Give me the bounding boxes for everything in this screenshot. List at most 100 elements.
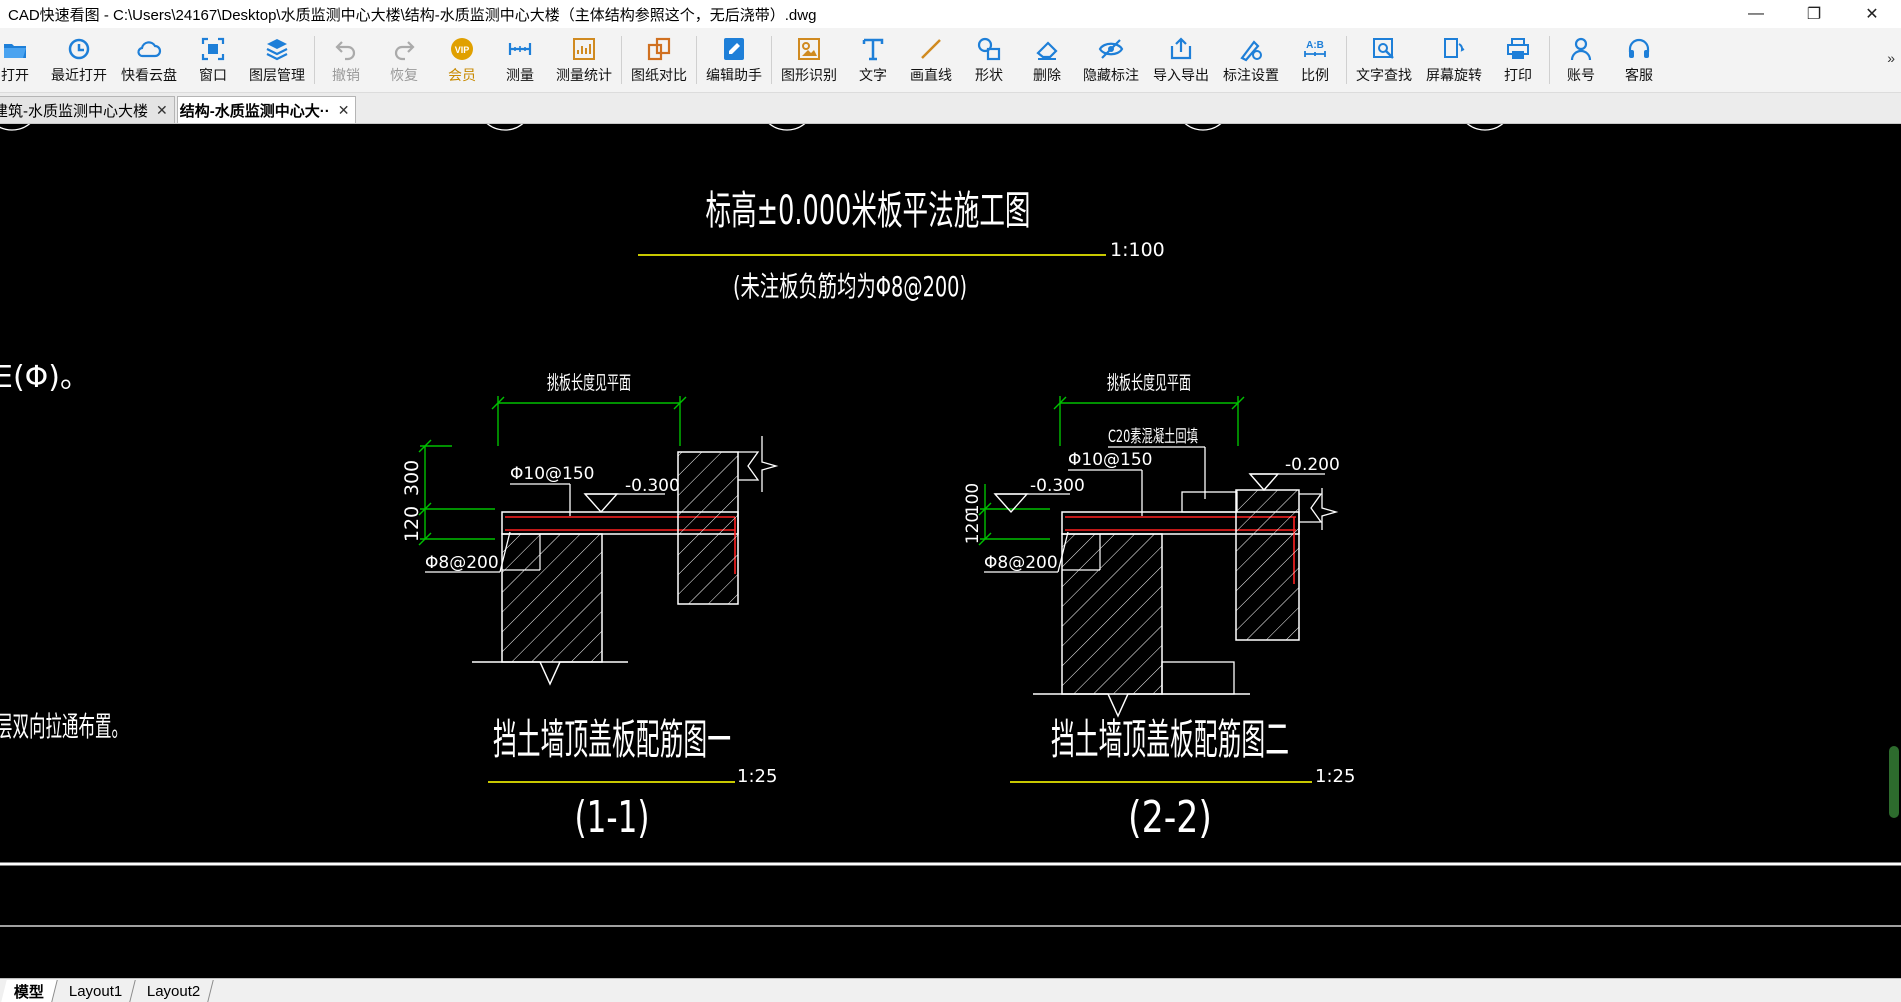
- text-button[interactable]: 文字: [844, 28, 902, 92]
- hide-annotation-button[interactable]: 隐藏标注: [1076, 28, 1146, 92]
- detail2-elev-left: -0.300: [1030, 476, 1085, 496]
- undo-icon: [331, 35, 361, 63]
- draw-line-button[interactable]: 画直线: [902, 28, 960, 92]
- annotation-settings-icon: [1236, 35, 1266, 63]
- detail2-section: (2-2): [1128, 792, 1212, 843]
- undo-button[interactable]: 撤销: [317, 28, 375, 92]
- import-export-button[interactable]: 导入导出: [1146, 28, 1216, 92]
- measure-ruler-icon: [505, 35, 535, 63]
- svg-text:A:B: A:B: [1306, 40, 1324, 51]
- shape-recognize-icon: [794, 35, 824, 63]
- detail2-rebar-bottom: Φ8@200: [984, 553, 1058, 573]
- redo-button[interactable]: 恢复: [375, 28, 433, 92]
- measure-button[interactable]: 测量: [491, 28, 549, 92]
- shapes-button[interactable]: 形状: [960, 28, 1018, 92]
- detail2-fill-note: C20素混凝土回填: [1108, 427, 1198, 447]
- layout-tab-bar: 模型 Layout1 Layout2: [0, 978, 1901, 1002]
- compare-icon: [644, 35, 674, 63]
- detail1-dim-300: 300: [401, 460, 423, 496]
- plan-title: 标高±0.000米板平法施工图: [706, 188, 1031, 234]
- toolbar-separator: [696, 36, 697, 84]
- vip-button[interactable]: VIP 会员: [433, 28, 491, 92]
- text-search-icon: [1369, 35, 1399, 63]
- edit-assistant-icon: [719, 35, 749, 63]
- detail2-title: 挡土墙顶盖板配筋图二: [1051, 715, 1289, 764]
- text-search-button[interactable]: 文字查找: [1349, 28, 1419, 92]
- document-tab-bar: 建筑-水质监测中心大楼 ✕ 结构-水质监测中心大·· ✕: [0, 93, 1901, 124]
- screen-rotate-icon: [1439, 35, 1469, 63]
- headset-icon: [1624, 35, 1654, 63]
- recent-clock-icon: [64, 35, 94, 63]
- detail1-title: 挡土墙顶盖板配筋图一: [493, 715, 731, 764]
- delete-button[interactable]: 删除: [1018, 28, 1076, 92]
- toolbar-separator: [621, 36, 622, 84]
- detail1-section: (1-1): [575, 792, 650, 843]
- layers-icon: [262, 35, 292, 63]
- svg-text:VIP: VIP: [455, 45, 470, 55]
- hide-eye-icon: [1096, 35, 1126, 63]
- folder-open-icon: [0, 35, 30, 63]
- line-icon: [916, 35, 946, 63]
- close-icon[interactable]: ✕: [156, 101, 168, 118]
- account-icon: [1566, 35, 1596, 63]
- screen-rotate-button[interactable]: 屏幕旋转: [1419, 28, 1489, 92]
- account-button[interactable]: 账号: [1552, 28, 1610, 92]
- layer-manager-button[interactable]: 图层管理: [242, 28, 312, 92]
- tab-layout1[interactable]: Layout1: [56, 979, 137, 1002]
- plan-scale: 1:100: [1110, 239, 1165, 261]
- detail1-rebar-bottom: Φ8@200: [425, 553, 499, 573]
- customer-service-button[interactable]: 客服: [1610, 28, 1668, 92]
- restore-button[interactable]: ❐: [1806, 6, 1822, 23]
- toolbar-separator: [771, 36, 772, 84]
- shapes-icon: [974, 35, 1004, 63]
- vip-badge-icon: VIP: [447, 35, 477, 63]
- detail2-dim-100: 100: [963, 483, 983, 515]
- cloud-drive-button[interactable]: 快看云盘: [114, 28, 184, 92]
- tab-layout2[interactable]: Layout2: [134, 979, 215, 1002]
- zoom-scroll-handle[interactable]: [1889, 746, 1899, 818]
- title-bar: CAD快速看图 - C:\Users\24167\Desktop\水质监测中心大…: [0, 0, 1901, 28]
- recent-open-button[interactable]: 最近打开: [44, 28, 114, 92]
- toolbar-separator: [1346, 36, 1347, 84]
- open-button[interactable]: 打开: [0, 28, 44, 92]
- detail-2: 挑板长度见平面 C20素混凝土回填 120 100: [963, 372, 1355, 843]
- left-note-2: 层双向拉通布置。: [0, 710, 128, 743]
- redo-icon: [389, 35, 419, 63]
- detail2-dim-120: 120: [963, 512, 983, 544]
- detail-1: 挑板长度见平面 300 120: [401, 372, 779, 843]
- close-icon[interactable]: ✕: [337, 101, 350, 118]
- window-button[interactable]: 窗口: [184, 28, 242, 92]
- toolbar-separator: [314, 36, 315, 84]
- drawing-canvas[interactable]: 标高±0.000米板平法施工图 1:100 (未注板负筋均为Φ8@200) E(…: [0, 124, 1901, 978]
- import-export-icon: [1166, 35, 1196, 63]
- detail2-scale: 1:25: [1315, 766, 1355, 787]
- compare-button[interactable]: 图纸对比: [624, 28, 694, 92]
- detail2-dim-top: 挑板长度见平面: [1107, 372, 1191, 394]
- plan-note: (未注板负筋均为Φ8@200): [733, 270, 967, 303]
- scale-button[interactable]: A:B 比例: [1286, 28, 1344, 92]
- toolbar-more-button[interactable]: »: [1887, 50, 1895, 66]
- detail1-rebar-top: Φ10@150: [510, 464, 594, 484]
- eraser-icon: [1032, 35, 1062, 63]
- measure-stats-button[interactable]: 测量统计: [549, 28, 619, 92]
- text-icon: [858, 35, 888, 63]
- edit-assistant-button[interactable]: 编辑助手: [699, 28, 769, 92]
- shape-recognize-button[interactable]: 图形识别: [774, 28, 844, 92]
- detail1-dim-top: 挑板长度见平面: [547, 372, 631, 394]
- close-window-button[interactable]: ✕: [1865, 6, 1879, 23]
- detail1-dim-120: 120: [401, 506, 423, 542]
- annotation-settings-button[interactable]: 标注设置: [1216, 28, 1286, 92]
- tab-architecture-drawing[interactable]: 建筑-水质监测中心大楼 ✕: [0, 96, 175, 123]
- cloud-icon: [134, 35, 164, 63]
- minimize-button[interactable]: —: [1748, 5, 1764, 22]
- scale-ab-icon: A:B: [1300, 35, 1330, 63]
- print-button[interactable]: 打印: [1489, 28, 1547, 92]
- main-toolbar: 打开 最近打开 快看云盘 窗口 图层管理 撤销 恢复 VIP 会员 测量 测量统…: [0, 28, 1901, 93]
- toolbar-separator: [1549, 36, 1550, 84]
- tab-model[interactable]: 模型: [1, 979, 58, 1002]
- window-controls: — ❐ ✕: [1727, 0, 1901, 28]
- printer-icon: [1503, 35, 1533, 63]
- detail1-scale: 1:25: [737, 766, 777, 787]
- tab-structure-drawing[interactable]: 结构-水质监测中心大·· ✕: [176, 96, 357, 123]
- detail2-elev-right: -0.200: [1285, 455, 1340, 475]
